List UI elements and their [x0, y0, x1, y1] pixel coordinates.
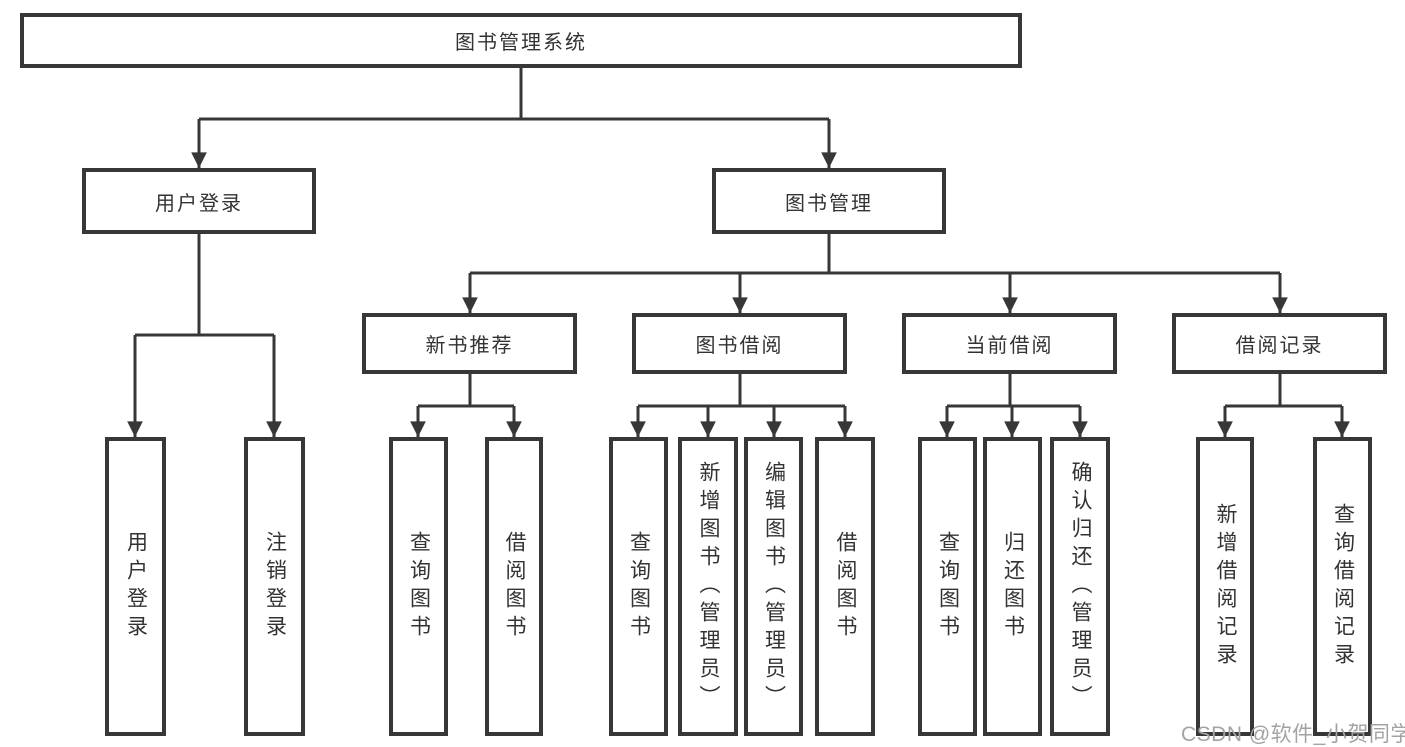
connector-root-to-level2	[191, 68, 837, 168]
leaf-cb-confirm-return-admin: 确认归还（管理员）	[1050, 437, 1110, 736]
node-root-library-system: 图书管理系统	[20, 13, 1022, 68]
leaf-cb-query-books: 查询图书	[918, 437, 977, 736]
node-user-login: 用户登录	[82, 168, 316, 234]
leaf-bb-edit-books-admin: 编辑图书（管理员）	[744, 437, 803, 736]
connector-new-book-branch	[410, 374, 522, 437]
connector-book-management-branch	[462, 234, 1288, 313]
node-borrow-records: 借阅记录	[1172, 313, 1387, 374]
leaf-bb-add-books-admin: 新增图书（管理员）	[678, 437, 738, 736]
node-new-book-recommend: 新书推荐	[362, 313, 577, 374]
node-book-management: 图书管理	[712, 168, 946, 234]
leaf-br-query-record: 查询借阅记录	[1313, 437, 1372, 736]
node-book-borrow: 图书借阅	[632, 313, 847, 374]
leaf-bb-borrow-books: 借阅图书	[815, 437, 875, 736]
leaf-br-add-record: 新增借阅记录	[1196, 437, 1254, 736]
leaf-nb-query-books: 查询图书	[389, 437, 448, 736]
leaf-bb-query-books: 查询图书	[609, 437, 668, 736]
connector-borrow-records-branch	[1217, 374, 1350, 437]
watermark: CSDN @软件_小贺同学	[1181, 723, 1405, 746]
leaf-user-login: 用户登录	[105, 437, 166, 736]
connector-current-borrow-branch	[939, 374, 1088, 437]
leaf-logout: 注销登录	[244, 437, 305, 736]
connector-book-borrow-branch	[630, 374, 853, 437]
connector-user-login-branch	[127, 234, 282, 437]
node-current-borrow: 当前借阅	[902, 313, 1117, 374]
leaf-nb-borrow-books: 借阅图书	[485, 437, 543, 736]
leaf-cb-return-books: 归还图书	[983, 437, 1042, 736]
